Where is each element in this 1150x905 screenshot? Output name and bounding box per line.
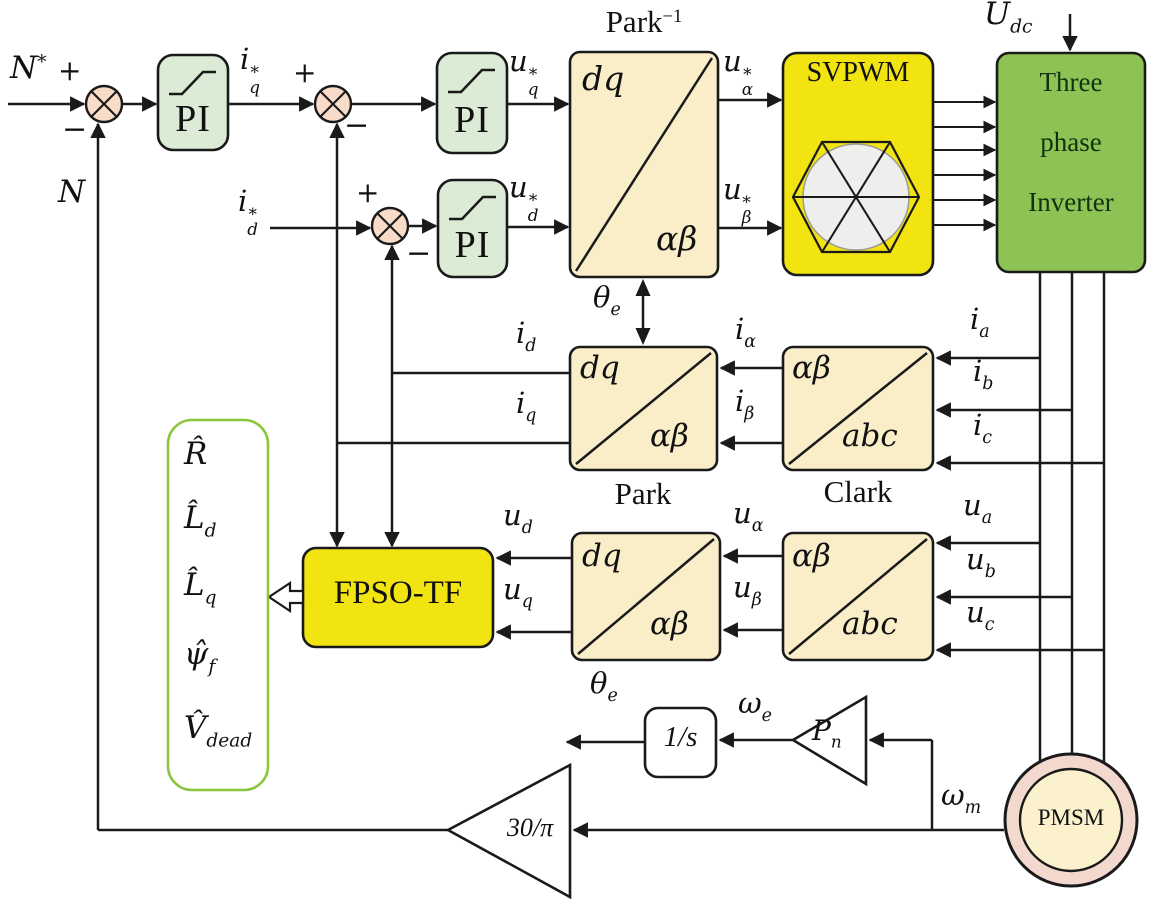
- omega-m-label: ωm: [941, 778, 982, 818]
- pmsm-motor-shape: [1003, 752, 1139, 888]
- ualpha-label: uα: [733, 496, 764, 536]
- id-sum-plus-sign: +: [356, 176, 380, 209]
- clark-current-alphabeta-label: αβ: [792, 350, 831, 386]
- ia-label: ia: [970, 302, 990, 342]
- iq-sum-plus-sign: +: [293, 56, 317, 89]
- iq-sum-junction: [313, 84, 353, 124]
- iq-reference-label: i*q: [240, 42, 261, 97]
- id-label: id: [516, 316, 537, 356]
- signal-wires: [8, 14, 1106, 838]
- theta-e-top-label: θe: [593, 280, 621, 320]
- clark-voltage-abc-label: abc: [842, 606, 898, 642]
- park-inverse-alphabeta-label: αβ: [656, 219, 698, 258]
- clark-current-abc-label: abc: [842, 418, 898, 454]
- fpso-tf-label: FPSO-TF: [333, 575, 463, 611]
- integrator-label: 1/s: [663, 721, 698, 753]
- fpso-output-hollow-arrow: [267, 580, 305, 614]
- estimate-lq-label: L̂q: [184, 567, 217, 609]
- rpm-gain-triangle-shape: [445, 762, 572, 900]
- ua-label: ua: [963, 488, 993, 528]
- park-inverse-title: Park−1: [605, 4, 683, 39]
- omega-e-label: ωe: [738, 686, 772, 726]
- svpwm-label: SVPWM: [806, 57, 910, 88]
- uq-label: uq: [503, 572, 533, 612]
- speed-reference-label: N*: [10, 50, 47, 86]
- ubeta-label: uβ: [733, 570, 762, 610]
- park-voltage-block-shape: [570, 531, 722, 662]
- pi-d-current-block-shape: [436, 178, 509, 279]
- theta-e-bottom-label: θe: [590, 666, 618, 706]
- estimate-flux-label: ψ̂f: [184, 636, 216, 678]
- park-current-block-shape: [568, 345, 719, 472]
- udc-label: Udc: [984, 0, 1033, 38]
- estimates-box-shape: [166, 418, 270, 792]
- inverter-label-line1: Three: [1039, 67, 1103, 97]
- park-current-dq-label: dq: [580, 350, 620, 386]
- svpwm-hexagon: [791, 140, 921, 254]
- svpwm-block-shape: [781, 51, 935, 277]
- clark-current-block-shape: [781, 345, 935, 472]
- pi-d-current-label: PI: [454, 224, 491, 266]
- ud-label: ud: [503, 498, 533, 538]
- park-title: Park: [614, 476, 672, 511]
- ub-label: ub: [966, 542, 996, 582]
- id-sum-junction: [370, 206, 410, 246]
- uc-label: uc: [966, 595, 995, 635]
- uq-reference-label: u*q: [509, 44, 539, 99]
- park-inverse-dq-label: dq: [582, 59, 625, 98]
- pi-speed-label: PI: [175, 98, 211, 140]
- fpso-tf-block-shape: [267, 546, 495, 649]
- park-inverse-block-shape: [568, 50, 720, 279]
- integrator-block-shape: [643, 706, 718, 779]
- pi-q-current-label: PI: [454, 99, 490, 141]
- clark-voltage-block-shape: [781, 531, 935, 662]
- ialpha-label: iα: [735, 312, 757, 352]
- inverter-block-shape: [995, 51, 1147, 274]
- summing-junctions: [84, 84, 410, 246]
- id-sum-minus-sign: −: [406, 236, 432, 271]
- rpm-gain-label: 30/π: [506, 813, 554, 842]
- pn-gain-triangle-shape: [790, 694, 868, 787]
- ib-label: ib: [973, 354, 994, 394]
- ibeta-label: iβ: [735, 384, 755, 424]
- speed-sum-junction: [84, 84, 124, 124]
- ud-reference-label: u*d: [509, 170, 539, 225]
- inverter-label-line3: Inverter: [1028, 187, 1114, 217]
- ic-label: ic: [973, 408, 993, 448]
- iq-sum-minus-sign: −: [344, 108, 370, 143]
- pmsm-label: PMSM: [1037, 805, 1105, 830]
- clark-title: Clark: [823, 474, 893, 509]
- estimate-ld-label: L̂d: [184, 500, 217, 542]
- estimate-resistance-label: R̂: [184, 436, 208, 472]
- ualpha-reference-label: u*α: [723, 44, 754, 99]
- id-reference-label: i*d: [238, 184, 259, 239]
- pi-q-current-block-shape: [435, 51, 509, 155]
- park-current-alphabeta-label: αβ: [650, 418, 689, 454]
- park-voltage-alphabeta-label: αβ: [650, 606, 689, 642]
- park-voltage-dq-label: dq: [582, 538, 622, 574]
- speed-sum-minus-sign: −: [62, 112, 88, 147]
- speed-sum-plus-sign: +: [58, 54, 82, 87]
- pn-gain-label: Pn: [812, 714, 842, 752]
- pi-speed-block-shape: [156, 53, 230, 152]
- speed-feedback-label: N: [58, 174, 86, 210]
- estimate-vdead-label: V̂dead: [184, 710, 253, 752]
- ubeta-reference-label: u*β: [723, 172, 752, 227]
- inverter-label-line2: phase: [1040, 127, 1102, 157]
- clark-voltage-alphabeta-label: αβ: [792, 538, 831, 574]
- iq-label: iq: [516, 386, 537, 426]
